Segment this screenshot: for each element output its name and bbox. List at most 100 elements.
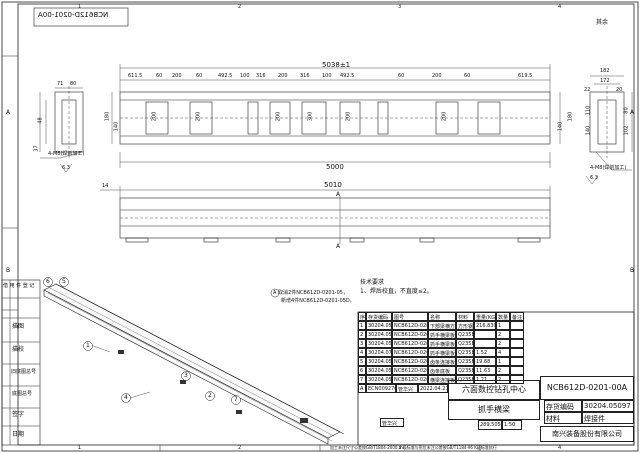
section-mark-top: A bbox=[336, 191, 341, 198]
bom-cell: 齿条连接板 bbox=[428, 357, 456, 366]
bom-header-cell: 图号 bbox=[392, 312, 428, 321]
bom-cell: 30204.05117 bbox=[366, 375, 392, 384]
bom-cell: 1 bbox=[496, 357, 510, 366]
bom-cell: 3 bbox=[358, 339, 366, 348]
bom-cell: 下部梁横方管 bbox=[428, 321, 456, 330]
change-author-cell: 管华兴 bbox=[396, 384, 418, 393]
balloon-7: 7 bbox=[234, 396, 238, 403]
side-label-date: 日期 bbox=[12, 431, 25, 438]
bom-cell: Q235B bbox=[456, 348, 474, 357]
roughness-right: 6.3 bbox=[590, 175, 598, 181]
bom-cell: NCB612D-0201-08 bbox=[392, 375, 428, 384]
right-dim-8: 102 bbox=[623, 125, 630, 136]
right-dim-5: 110 bbox=[585, 105, 592, 116]
section-mark-bottom: A bbox=[336, 243, 341, 250]
balloon-3: 3 bbox=[184, 372, 188, 379]
side-label-base: 底图总号 bbox=[12, 391, 33, 397]
right-dim-6: 80 bbox=[623, 107, 630, 114]
company-cell: 南兴装备股份有限公司 bbox=[540, 426, 634, 442]
bom-cell: Q235B bbox=[456, 330, 474, 339]
bom-cell: 6 bbox=[358, 366, 366, 375]
thread-note-right: 4-M8(焊前加工) bbox=[590, 165, 627, 171]
bom-cell: NCB612D-0201-03 bbox=[392, 330, 428, 339]
weight-cell: 289.505 bbox=[478, 420, 502, 430]
change-no-cell: ECN009270 bbox=[366, 384, 396, 393]
bom-cell: 30204.07726 bbox=[366, 348, 392, 357]
side-label-old-base: 旧底图总号 bbox=[11, 369, 37, 375]
bom-cell: 30204.05101 bbox=[366, 321, 392, 330]
height-dim-1: 180 bbox=[104, 111, 111, 122]
bom-cell: 19.68 bbox=[474, 357, 496, 366]
bom-cell: Q235B bbox=[456, 357, 474, 366]
col-number-2: 2 bbox=[238, 445, 242, 451]
seg-dim-7: 316 bbox=[256, 73, 266, 79]
balloon-1: 1 bbox=[86, 342, 90, 349]
front-length-dim: 5010 bbox=[324, 181, 342, 189]
seg-dim-14: 60 bbox=[464, 73, 471, 79]
bom-cell: 2 bbox=[496, 339, 510, 348]
bom-cell: NCB612D-0201-01 bbox=[392, 321, 428, 330]
row-letter-a-right: A bbox=[630, 109, 635, 116]
bom-cell: NCB612D-0201-05D bbox=[392, 348, 428, 357]
seg-dim-5: 492.5 bbox=[218, 73, 233, 79]
bom-cell bbox=[510, 375, 524, 384]
side-label-signature: 签字 bbox=[12, 411, 25, 418]
left-dim-3: 37 bbox=[33, 145, 40, 152]
row-letter-a: A bbox=[6, 109, 11, 116]
seg-dim-1: 611.5 bbox=[128, 73, 143, 79]
bom-cell: 4 bbox=[496, 348, 510, 357]
bom-cell: 2 bbox=[358, 330, 366, 339]
row-letter-b-right: B bbox=[630, 267, 635, 274]
seg-dim-9: 316 bbox=[300, 73, 310, 79]
bom-cell bbox=[510, 339, 524, 348]
bom-cell: 5 bbox=[358, 357, 366, 366]
left-dim-2: 80 bbox=[70, 81, 77, 87]
bom-header-cell: 备注 bbox=[510, 312, 524, 321]
bom-cell: 30204.05116 bbox=[366, 366, 392, 375]
height-dim-6: 300 bbox=[307, 111, 314, 122]
height-dim-4: 200 bbox=[195, 111, 202, 122]
bom-cell bbox=[510, 366, 524, 375]
bom-cell: Q235B bbox=[456, 339, 474, 348]
seg-dim-3: 200 bbox=[172, 73, 182, 79]
bom-cell: 抓手横梁板 bbox=[428, 348, 456, 357]
bom-header-cell: 重量(KG) bbox=[474, 312, 496, 321]
bom-cell: 30204.05106 bbox=[366, 339, 392, 348]
bom-cell: NCB612D-0201-07 bbox=[392, 366, 428, 375]
right-dim-3: 22 bbox=[584, 87, 591, 93]
bom-header-cell: 存货编码 bbox=[366, 312, 392, 321]
bom-cell: 7 bbox=[358, 375, 366, 384]
height-dim-2: 140 bbox=[113, 121, 120, 132]
scale-cell: 1:50 bbox=[502, 420, 522, 430]
seg-dim-11: 492.5 bbox=[340, 73, 355, 79]
overall-length-dim: 5038±1 bbox=[322, 61, 351, 69]
bom-header-cell: 序号 bbox=[358, 312, 366, 321]
side-label-tracing-check: 描校 bbox=[12, 346, 25, 353]
bom-cell: 30204.05114 bbox=[366, 357, 392, 366]
front-left-dim: 14 bbox=[102, 183, 109, 189]
bottom-length-dim: 5000 bbox=[326, 163, 344, 171]
mirrored-drawing-number: NCB612D-0201-00A bbox=[38, 11, 109, 19]
bom-cell bbox=[510, 330, 524, 339]
inventory-code-cell: 30204.05097 bbox=[582, 400, 634, 412]
project-cell: 六面数控钻孔中心 bbox=[448, 380, 540, 400]
height-dim-10: 180 bbox=[567, 111, 574, 122]
height-dim-7: 200 bbox=[345, 111, 352, 122]
roughness-left: 6.3 bbox=[62, 165, 70, 171]
height-dim-9: 140 bbox=[557, 121, 564, 132]
bom-cell: 齿条底板 bbox=[428, 366, 456, 375]
tech-req-item1: 1、焊后校直，不直度≤2。 bbox=[360, 288, 433, 295]
bom-cell: 30204.05105 bbox=[366, 330, 392, 339]
bom-cell: Q235B bbox=[456, 366, 474, 375]
bom-cell bbox=[510, 348, 524, 357]
right-dim-1: 182 bbox=[600, 68, 610, 74]
bom-header-cell: 名称 bbox=[428, 312, 456, 321]
seg-dim-15: 619.5 bbox=[518, 73, 533, 79]
bom-cell bbox=[510, 357, 524, 366]
row-letter-b: B bbox=[6, 267, 11, 274]
seg-dim-13: 200 bbox=[432, 73, 442, 79]
col-number-top-1: 1 bbox=[78, 4, 82, 10]
height-dim-8: 200 bbox=[441, 111, 448, 122]
bom-cell: 1.52 bbox=[474, 348, 496, 357]
